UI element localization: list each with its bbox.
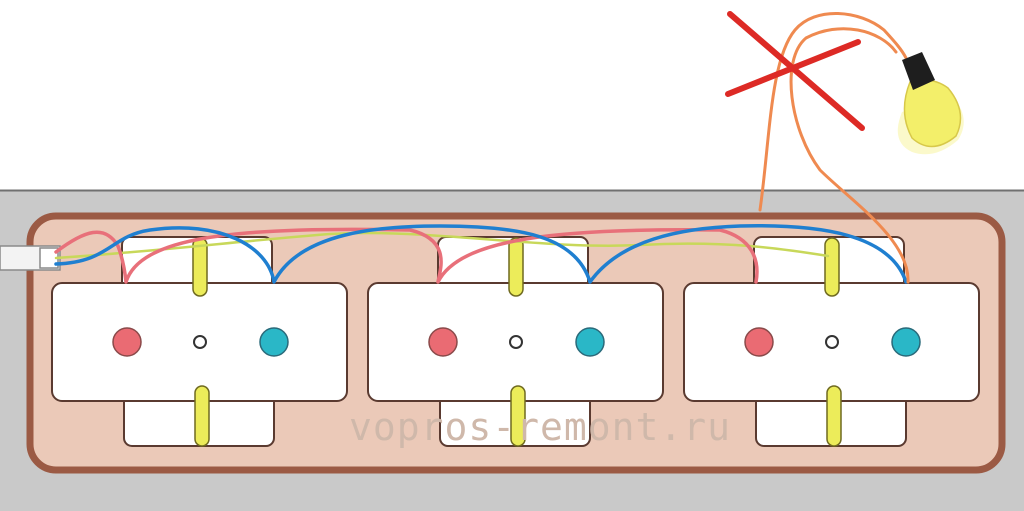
neutral-terminal — [891, 327, 921, 357]
center-screw — [509, 335, 523, 349]
center-screw — [193, 335, 207, 349]
cross-stroke-2 — [725, 39, 861, 97]
neutral-terminal — [259, 327, 289, 357]
ground-clip-top — [508, 237, 524, 297]
ground-wire — [54, 231, 830, 260]
neutral-wire — [54, 224, 908, 284]
cross-mark-icon — [725, 11, 865, 131]
sockets — [51, 236, 980, 447]
socket-1 — [51, 236, 348, 447]
ground-clip-top — [824, 237, 840, 297]
phase-terminal — [744, 327, 774, 357]
light-bulb-icon — [897, 52, 964, 155]
incoming-cable — [0, 245, 61, 271]
bulb-base — [902, 52, 935, 90]
watermark: vopros-remont.ru — [349, 405, 731, 449]
lamp-wire-2 — [789, 27, 910, 284]
phase-terminal — [428, 327, 458, 357]
socket-3 — [683, 236, 980, 447]
neutral-terminal — [575, 327, 605, 357]
wires — [54, 12, 910, 284]
bulb-glass — [903, 79, 962, 148]
lamp-wire-1 — [758, 12, 908, 212]
ground-clip-bottom — [826, 385, 842, 447]
ground-clip-bottom — [194, 385, 210, 447]
cross-stroke-1 — [727, 11, 865, 131]
socket-2 — [367, 236, 664, 447]
center-screw — [825, 335, 839, 349]
ground-clip-bottom — [510, 385, 526, 447]
phase-terminal — [112, 327, 142, 357]
phase-wire — [54, 227, 759, 284]
